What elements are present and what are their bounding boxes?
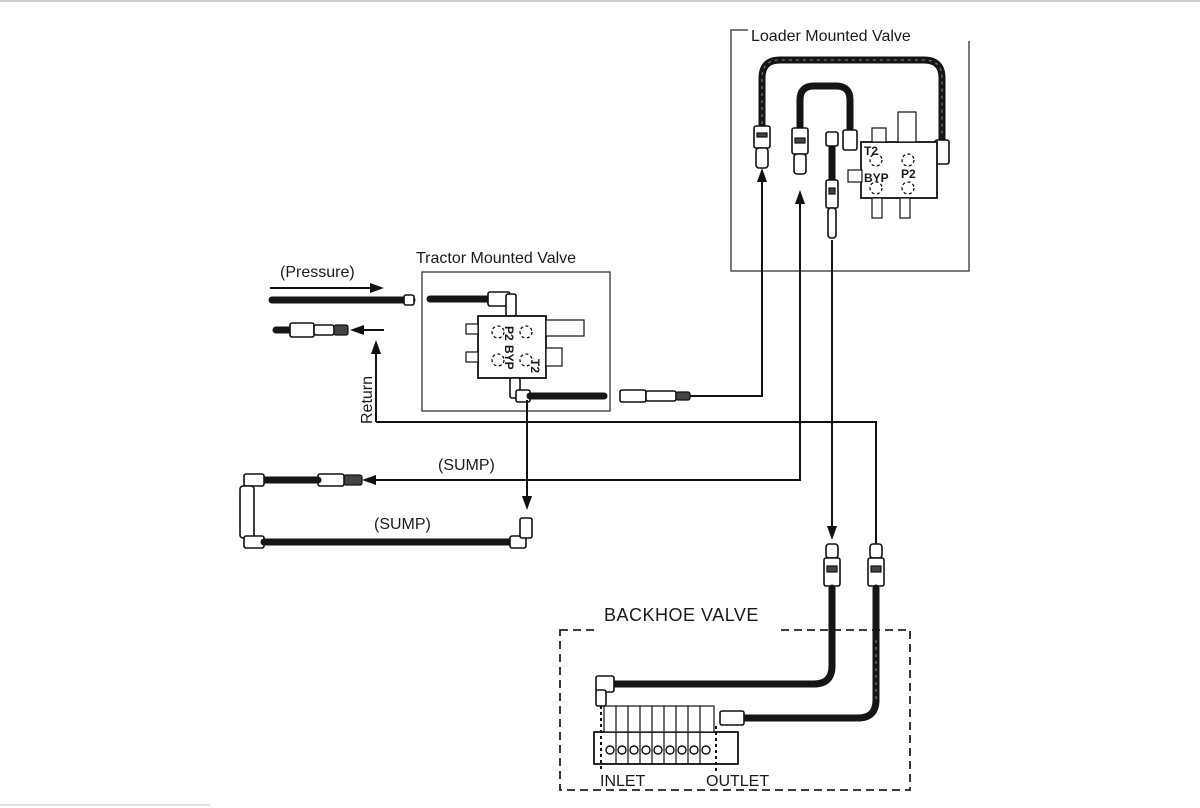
loader-port-p2-upper-circle [901, 153, 915, 167]
loader-valve-spool-right [899, 197, 911, 219]
pressure-arrowhead [370, 283, 384, 293]
return-label: Return [359, 376, 376, 424]
return-hose-fitting [289, 322, 315, 338]
loader-mid-quick-coupler [793, 153, 807, 175]
return-arrowhead-up [371, 340, 381, 354]
backhoe-inlet-label: INLET [600, 773, 646, 790]
return-coupler-tip [333, 324, 349, 336]
tractor-sump-arrowhead [522, 496, 532, 510]
backhoe-inlet-elbow-drop [595, 689, 607, 707]
backhoe-inlet-quick-coupler [825, 543, 839, 559]
return-arrowhead-left [350, 325, 364, 335]
sump-upper-arrowhead [362, 475, 376, 485]
loader-t2-fitting-top [825, 131, 839, 147]
tractor-valve-handle [545, 319, 585, 337]
loader-valve-title: Loader Mounted Valve [751, 28, 911, 45]
backhoe-outlet-coupler-band [870, 565, 882, 573]
loader-port-t2-label: T2 [864, 144, 878, 158]
backhoe-outlet-fitting [719, 710, 745, 726]
tractor-valve-spool-bottom [465, 351, 479, 363]
tractor-port-p2-label: P2 [502, 326, 516, 341]
backhoe-valve-spool-caps [605, 745, 711, 755]
tractor-valve-spool-top [465, 323, 479, 335]
backhoe-outlet-quick-coupler [869, 543, 883, 559]
backhoe-title-bg [596, 612, 778, 634]
pressure-to-loader-arrowhead [757, 168, 767, 182]
loader-valve-byp-fitting [847, 169, 863, 183]
return-quick-coupler [313, 324, 335, 336]
sump-lower-label: (SUMP) [374, 516, 431, 533]
sump-lower-elbow [509, 535, 527, 549]
sump-upper-hose-fitting [243, 473, 265, 487]
tractor-port-left-lower-circle [491, 353, 505, 367]
loader-valve-top-cap [871, 127, 887, 143]
tractor-out-quick-coupler [645, 390, 677, 402]
tractor-port-p2-circle [519, 325, 533, 339]
loader-port-p2-lower-circle [901, 181, 915, 195]
pressure-line-to-loader [690, 180, 763, 397]
backhoe-inlet-hose [608, 584, 836, 688]
loader-to-sump-line [372, 200, 801, 481]
backhoe-outlet-hose [738, 584, 880, 722]
sump-upper-coupler [317, 473, 345, 487]
tractor-valve-side-block [545, 347, 563, 367]
loader-valve-handle [897, 111, 917, 143]
sump-upper-label: (SUMP) [438, 457, 495, 474]
loader-valve-spool-left [871, 197, 883, 219]
loader-port-p2-label: P2 [901, 167, 916, 181]
loader-byp-coupler-band [828, 187, 836, 195]
loader-outer-hose-stripe [761, 59, 943, 138]
loader-inner-hose-fitting [842, 129, 858, 151]
loader-port-t2-circle [869, 153, 883, 167]
loader-left-coupler-band [756, 132, 768, 138]
sump-upper-coupler-tip [343, 474, 363, 486]
loader-mid-coupler-band [794, 137, 806, 144]
tractor-valve-box [421, 271, 611, 412]
tractor-out-coupler-tip [675, 391, 691, 401]
loader-port-byp-circle [869, 181, 883, 195]
loader-port-byp-label: BYP [864, 171, 889, 185]
tractor-valve-title: Tractor Mounted Valve [416, 250, 576, 267]
tractor-port-byp-label: BYP [502, 345, 516, 370]
return-line-to-backhoe [376, 421, 877, 545]
tractor-out-fitting [619, 389, 647, 403]
loader-valve-title-bg [748, 25, 970, 41]
loader-mid-arrowhead [795, 190, 805, 204]
backhoe-outlet-label: OUTLET [706, 773, 769, 790]
loader-left-quick-coupler [755, 147, 769, 169]
tractor-port-t2-label: T2 [528, 359, 542, 373]
backhoe-inlet-arrowhead [827, 526, 837, 540]
sump-lower-elbow-riser [519, 517, 533, 539]
backhoe-valve-sections [615, 706, 701, 764]
loader-inner-hose [796, 82, 854, 136]
backhoe-inlet-coupler-band [826, 565, 838, 573]
tractor-valve-body [477, 315, 547, 379]
pressure-hose-end [403, 294, 415, 306]
tractor-port-t2-circle [519, 353, 533, 367]
sump-connector-tube [239, 485, 255, 539]
backhoe-valve-stack-top [603, 705, 715, 733]
tractor-port-left-upper-circle [491, 325, 505, 339]
backhoe-valve-title: BACKHOE VALVE [604, 605, 759, 625]
loader-byp-quick-coupler [827, 207, 837, 239]
tractor-p2-elbow [505, 293, 517, 317]
pressure-label: (Pressure) [280, 264, 355, 281]
